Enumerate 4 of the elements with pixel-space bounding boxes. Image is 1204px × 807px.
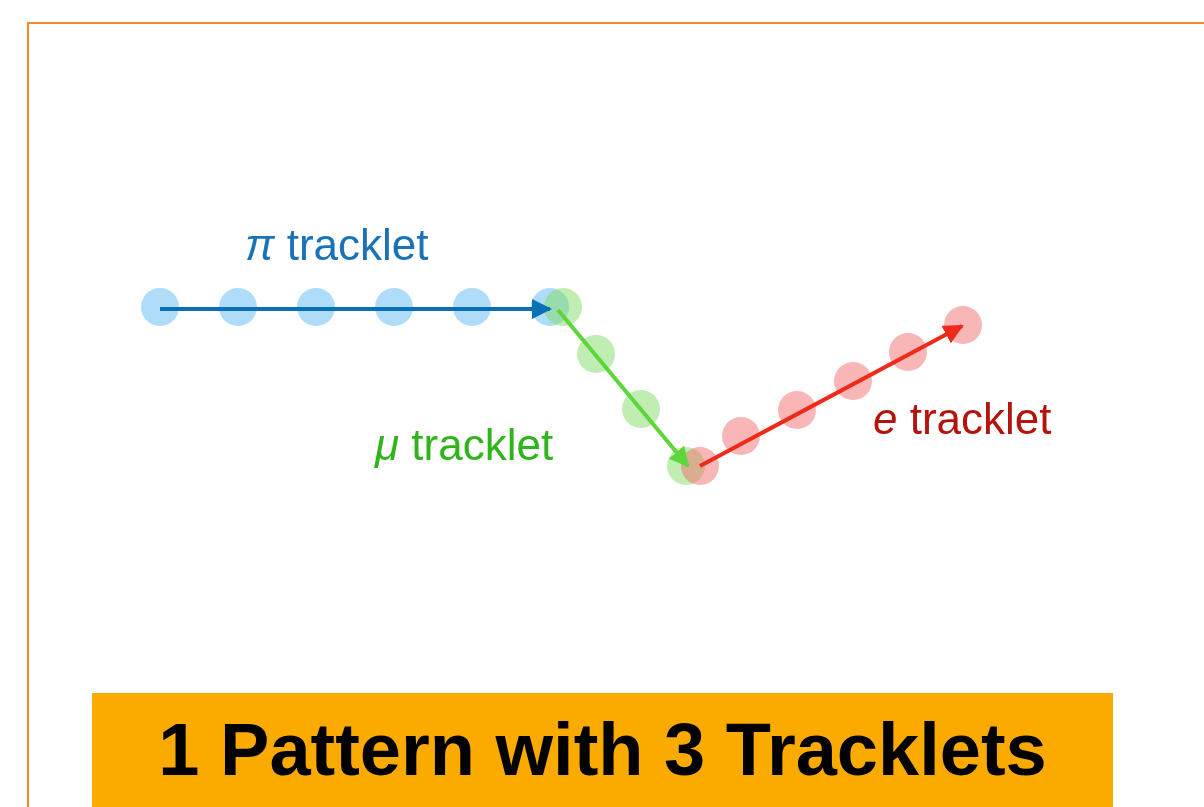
tracklet-label: e tracklet: [873, 397, 1052, 441]
tracklet-label: μ tracklet: [375, 423, 554, 467]
title-banner: 1 Pattern with 3 Tracklets: [92, 693, 1113, 807]
tracklet-label: π tracklet: [245, 223, 429, 267]
